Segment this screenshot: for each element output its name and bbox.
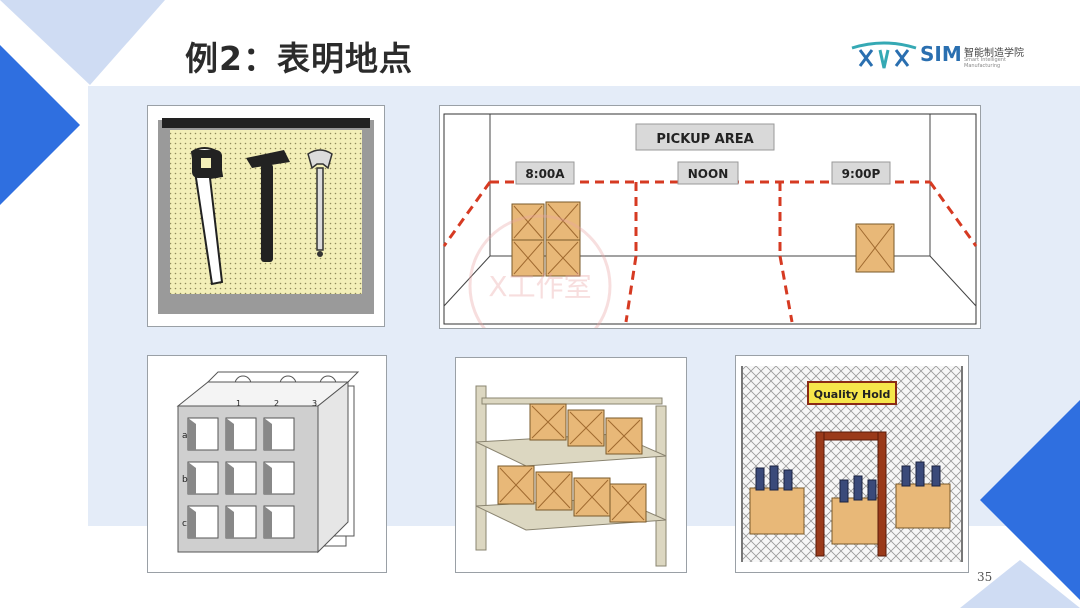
bin-row-b-label: b [182, 475, 188, 485]
hammer-icon [246, 150, 290, 262]
slot-label-2: NOON [677, 161, 739, 185]
page-title: 例2：表明地点 [185, 39, 413, 78]
quality-hold-sign-text: Quality Hold [814, 388, 891, 401]
logo-name: 智能制造学院 [964, 48, 1024, 59]
box-single [855, 223, 895, 273]
bin-grid [187, 417, 295, 539]
decor-top-left-triangles [0, 0, 165, 205]
shelf-box-top-row [529, 403, 643, 455]
watermark: X工作室 [468, 214, 612, 358]
logo-mark-icon [851, 41, 917, 69]
shelf-box-bottom-row [497, 465, 647, 523]
slot-label-1-text: 8:00A [525, 167, 565, 181]
pickup-area-image: PICKUP AREA 8:00A NOON 9:00P [440, 106, 980, 358]
bin-col-2-label: 2 [274, 399, 279, 408]
bin-col-1-label: 1 [236, 399, 241, 408]
logo-brand: SIM [920, 42, 962, 66]
page-number: 35 [977, 570, 993, 584]
slot-label-2-text: NOON [688, 167, 729, 181]
slot-label-3: 9:00P [831, 161, 891, 185]
cage-door-icon [815, 431, 887, 557]
bin-row-c-label: c [182, 519, 187, 529]
inventory-boxes [749, 461, 951, 545]
pickup-area-sign-text: PICKUP AREA [656, 132, 753, 147]
box-stack-1 [511, 201, 581, 277]
logo-tagline: Smart Intelligent Manufacturing [964, 57, 1006, 69]
watermark-text: X工作室 [488, 270, 591, 303]
bin-storage-image: a b c 1 2 3 [148, 356, 386, 572]
slot-label-3-text: 9:00P [842, 167, 881, 181]
quality-hold-sign: Quality Hold [807, 381, 897, 405]
logo: SIM 智能制造学院 Smart Intelligent Manufacturi… [850, 40, 1040, 70]
quality-hold-image: Quality Hold [736, 356, 968, 572]
bin-col-3-label: 3 [312, 399, 317, 408]
bin-row-a-label: a [182, 431, 188, 441]
saw-icon [190, 147, 224, 286]
pickup-area-sign: PICKUP AREA [635, 123, 775, 151]
shelf-boxes-image [456, 358, 686, 572]
slot-label-1: 8:00A [515, 161, 575, 185]
pegboard-tools-image [148, 106, 384, 326]
decor-bottom-right-triangles [960, 400, 1080, 608]
wrench-icon [307, 149, 333, 257]
